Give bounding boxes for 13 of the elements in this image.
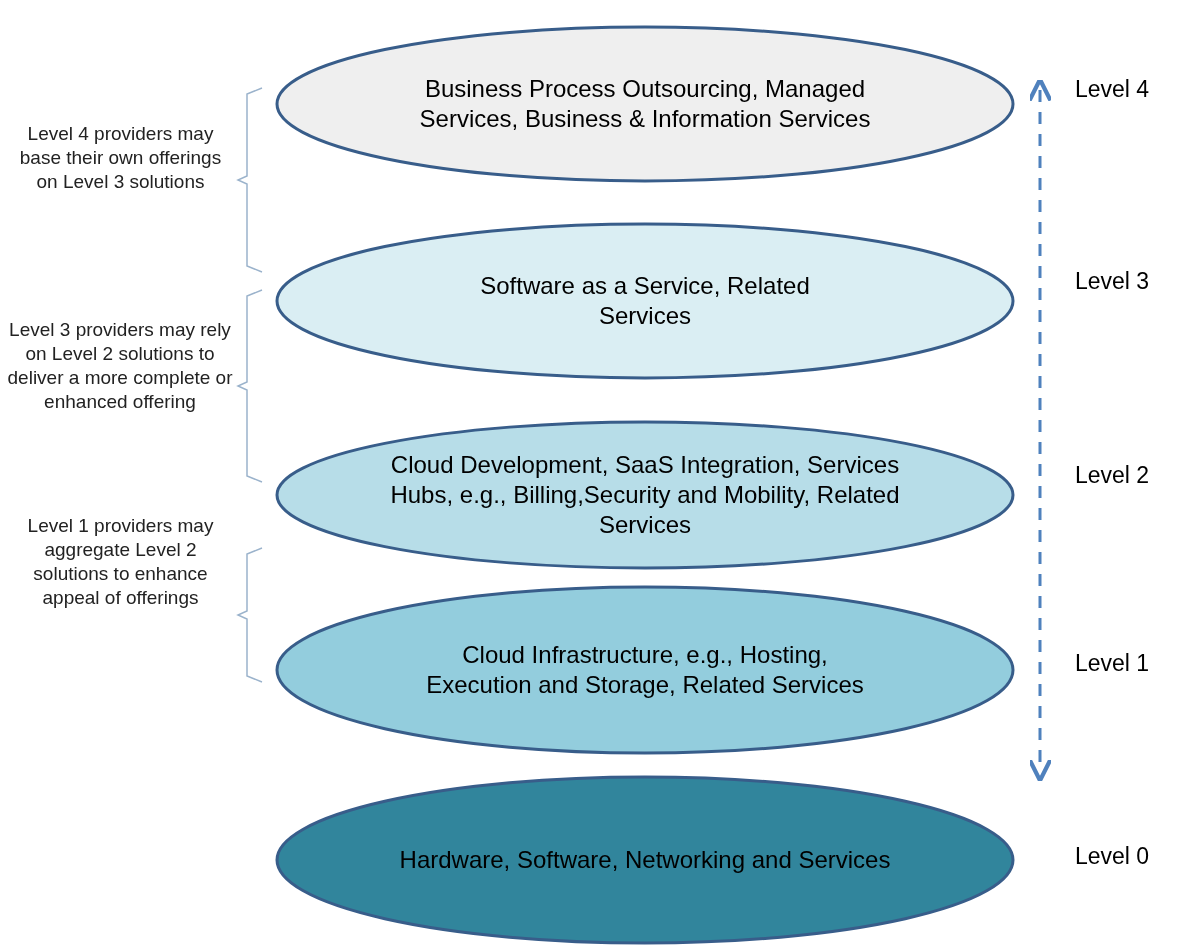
- level-label: Level 1: [1075, 650, 1150, 677]
- annotation-text: Level 4 providers may base their own offerings on Level 3 solutions: [18, 122, 223, 194]
- level-label: Level 2: [1075, 462, 1150, 489]
- level-description: Business Process Outsourcing, Managed Services, Business & Information Services: [418, 74, 872, 134]
- level-description: Software as a Service, Related Services: [479, 271, 811, 331]
- annotation-text: Level 3 providers may rely on Level 2 solutions to deliver a more complete or enhanced offering: [6, 318, 234, 414]
- level-description: Cloud Infrastructure, e.g., Hosting, Execution and Storage, Related Services: [425, 640, 865, 700]
- level-label: Level 0: [1075, 843, 1150, 870]
- level-label: Level 3: [1075, 268, 1150, 295]
- annotation-text: Level 1 providers may aggregate Level 2 solutions to enhance appeal of offerings: [26, 514, 215, 610]
- level-label: Level 4: [1075, 76, 1150, 103]
- level-description: Cloud Development, SaaS Integration, Services Hubs, e.g., Billing,Security and Mobility, Related Services: [389, 450, 901, 540]
- level-description: Hardware, Software, Networking and Services: [398, 845, 892, 875]
